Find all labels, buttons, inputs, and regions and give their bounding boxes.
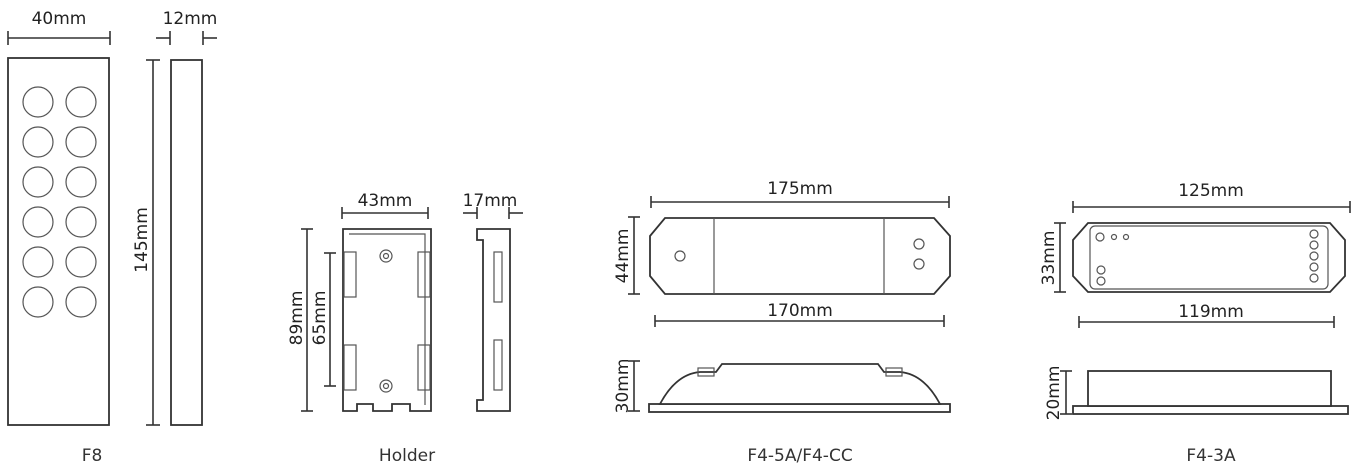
holder-side-slot-top [493, 251, 503, 303]
remote-width-label: 40mm [32, 9, 87, 29]
f45a-top-width-label: 175mm [767, 179, 833, 199]
f45a-terminal [674, 250, 686, 262]
f43a-terminal [1309, 273, 1319, 283]
f43a-profile-height-label: 20mm [1044, 366, 1064, 421]
f43a-terminal [1096, 265, 1106, 275]
remote-body [7, 57, 110, 426]
f45a-latch-right [885, 367, 903, 377]
f43a-terminal [1122, 233, 1130, 241]
f45a-latch-left [697, 367, 715, 377]
f45a-caption: F4-5A/F4-CC [747, 446, 852, 466]
holder-side-view: 17mm [463, 191, 523, 412]
f43a-inner-frame [1089, 225, 1329, 290]
f43a-top-view: 125mm 33mm 119mm [1039, 181, 1351, 328]
holder-outline [342, 228, 432, 412]
f43a-top-width-label: 125mm [1178, 181, 1244, 201]
f45a-profile [658, 363, 942, 405]
remote-button [65, 286, 97, 318]
remote-button [22, 86, 54, 118]
remote-side-view: 145mm 12mm [132, 9, 218, 426]
f45a-housing [649, 217, 951, 295]
holder-inner-edge [349, 233, 426, 405]
holder-caption: Holder [379, 446, 435, 466]
holder-front-view: 43mm 89mm 65mm Holder [287, 191, 435, 466]
f43a-base-plate [1072, 405, 1349, 415]
screw-hole-bottom [379, 379, 393, 393]
f45a-bottom-width-label: 170mm [767, 301, 833, 321]
f43a-terminal [1309, 229, 1319, 239]
f43a-terminal [1096, 276, 1106, 286]
remote-button [22, 126, 54, 158]
holder-clip-right-top [417, 251, 431, 298]
holder-inner-height-label: 65mm [310, 291, 330, 346]
holder-outer-height-label: 89mm [287, 291, 307, 346]
holder-side-slot-bottom [493, 339, 503, 391]
f45a-top-view: 175mm 44mm 170mm [613, 179, 951, 327]
remote-button [65, 206, 97, 238]
f43a-terminal [1309, 240, 1319, 250]
f43a-housing [1072, 222, 1346, 293]
f43a-profile [1087, 370, 1332, 407]
f45a-side-view: 30mm F4-5A/F4-CC [613, 359, 951, 466]
f45a-terminal [913, 258, 925, 270]
remote-depth-label: 12mm [163, 9, 218, 29]
holder-clip-left-bottom [343, 344, 357, 391]
remote-button [22, 246, 54, 278]
holder-width-label: 43mm [358, 191, 413, 211]
remote-button [65, 246, 97, 278]
f45a-profile-height-label: 30mm [613, 359, 633, 414]
remote-button [65, 166, 97, 198]
holder-clip-right-bottom [417, 344, 431, 391]
f43a-terminal [1309, 262, 1319, 272]
f45a-terminal [913, 238, 925, 250]
f43a-terminals [1095, 229, 1319, 286]
remote-button [22, 286, 54, 318]
remote-side-body [170, 59, 203, 426]
f43a-height-label: 33mm [1039, 231, 1059, 286]
remote-button [22, 206, 54, 238]
f43a-side-view: 20mm F4-3A [1044, 366, 1349, 466]
remote-buttons [22, 86, 97, 318]
f45a-base-plate [648, 403, 951, 413]
holder-clip-left-top [343, 251, 357, 298]
f43a-terminal [1110, 233, 1118, 241]
remote-height-label: 145mm [132, 207, 152, 273]
f43a-bottom-width-label: 119mm [1178, 302, 1244, 322]
remote-button [65, 86, 97, 118]
remote-front-view: 40mm F8 [7, 9, 111, 466]
f45a-height-label: 44mm [613, 229, 633, 284]
remote-button [65, 126, 97, 158]
screw-hole-top-inner [382, 252, 390, 260]
f43a-terminal [1095, 232, 1105, 242]
remote-button [22, 166, 54, 198]
remote-caption: F8 [82, 446, 103, 466]
holder-depth-label: 17mm [463, 191, 518, 211]
screw-hole-top [379, 249, 393, 263]
f43a-caption: F4-3A [1186, 446, 1236, 466]
f43a-terminal [1309, 251, 1319, 261]
screw-hole-bottom-inner [382, 382, 390, 390]
